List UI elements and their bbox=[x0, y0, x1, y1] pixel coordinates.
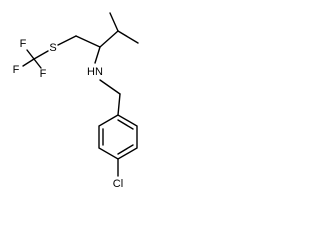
bond-ch-ch2 bbox=[75, 35, 101, 48]
molecule-structure-diagram: S F F F HN Cl bbox=[13, 12, 139, 190]
amine-nh-label: HN bbox=[87, 66, 103, 78]
bond-n-ch2 bbox=[99, 79, 121, 95]
atom-labels: S F F F HN Cl bbox=[13, 38, 124, 190]
bond-c-f3 bbox=[33, 58, 42, 69]
bond-lines bbox=[22, 12, 139, 177]
bond-methyl-2 bbox=[117, 30, 139, 44]
fluorine-label-2: F bbox=[13, 64, 20, 76]
bond-s-cf3 bbox=[33, 50, 49, 60]
bond-ch2-s bbox=[57, 35, 77, 46]
fluorine-label-1: F bbox=[20, 38, 27, 50]
bond-ch-n bbox=[94, 46, 101, 64]
ring-double-bond-2 bbox=[117, 144, 134, 155]
chlorine-label: Cl bbox=[113, 178, 123, 190]
fluorine-label-3: F bbox=[40, 68, 47, 80]
bond-isopropyl-ch bbox=[99, 30, 119, 48]
sulfur-label: S bbox=[49, 42, 56, 54]
benzene-ring bbox=[98, 114, 138, 160]
bond-ch2-ring bbox=[117, 93, 121, 116]
bond-methyl-1 bbox=[109, 12, 119, 32]
ring-double-bond-3 bbox=[117, 119, 134, 130]
bond-c-f2 bbox=[22, 58, 35, 67]
bond-c-f1 bbox=[26, 49, 35, 60]
